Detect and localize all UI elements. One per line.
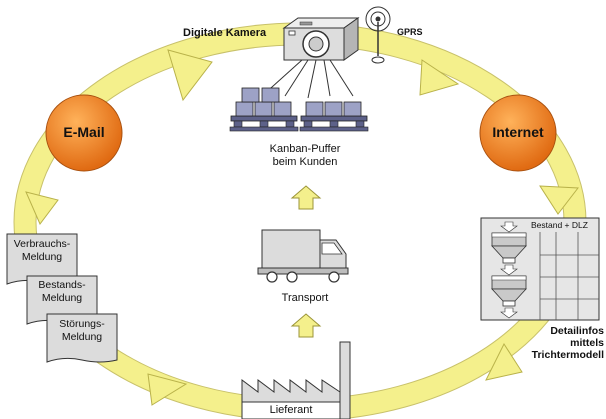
flow-up-arrow (290, 313, 322, 338)
gprs-antenna-icon (365, 6, 391, 64)
buffer-label: Kanban-Puffer beim Kunden (240, 143, 370, 169)
supplier-label: Lieferant (269, 404, 313, 416)
ring-arrow (419, 59, 460, 96)
internet-label: Internet (492, 124, 544, 140)
detail-line2: mittels (570, 337, 604, 350)
document-line1: Störungs- (59, 318, 105, 330)
ring-arrow (25, 191, 59, 225)
kanban-buffer-pallets (229, 87, 369, 132)
document-line2: Meldung (61, 330, 103, 343)
factory-icon (241, 341, 351, 419)
document-line2: Meldung (21, 250, 63, 263)
document-line1: Verbrauchs- (13, 238, 71, 250)
internet-node (479, 94, 557, 172)
document-disruption: Störungs- Meldung (47, 318, 117, 343)
camera-icon (282, 17, 360, 61)
ring-arrow (539, 185, 579, 215)
document-line2: Meldung (41, 291, 83, 304)
detail-line1: Detailinfos (550, 325, 604, 337)
ring-arrow (147, 373, 188, 406)
transport-label: Transport (281, 292, 329, 304)
funnel-model-panel (480, 217, 600, 321)
flow-up-arrow (290, 185, 322, 210)
documents-stack (6, 233, 118, 363)
email-node (45, 94, 123, 172)
email-label: E-Mail (63, 124, 105, 140)
buffer-label-line2: beim Kunden (272, 156, 338, 169)
detail-info-label: Detailinfos mittels Trichtermodell (500, 325, 604, 361)
funnel-panel-header: Bestand + DLZ (531, 220, 588, 230)
detail-line3: Trichtermodell (531, 349, 604, 362)
buffer-label-line1: Kanban-Puffer (269, 143, 341, 155)
gprs-label: GPRS (397, 27, 423, 37)
camera-label: Digitale Kamera (183, 27, 267, 39)
truck-icon (257, 229, 349, 283)
ring-arrow (167, 49, 213, 102)
document-line1: Bestands- (38, 279, 86, 291)
document-inventory: Bestands- Meldung (27, 279, 97, 304)
ring-arrow (485, 342, 523, 381)
document-consumption: Verbrauchs- Meldung (7, 238, 77, 263)
